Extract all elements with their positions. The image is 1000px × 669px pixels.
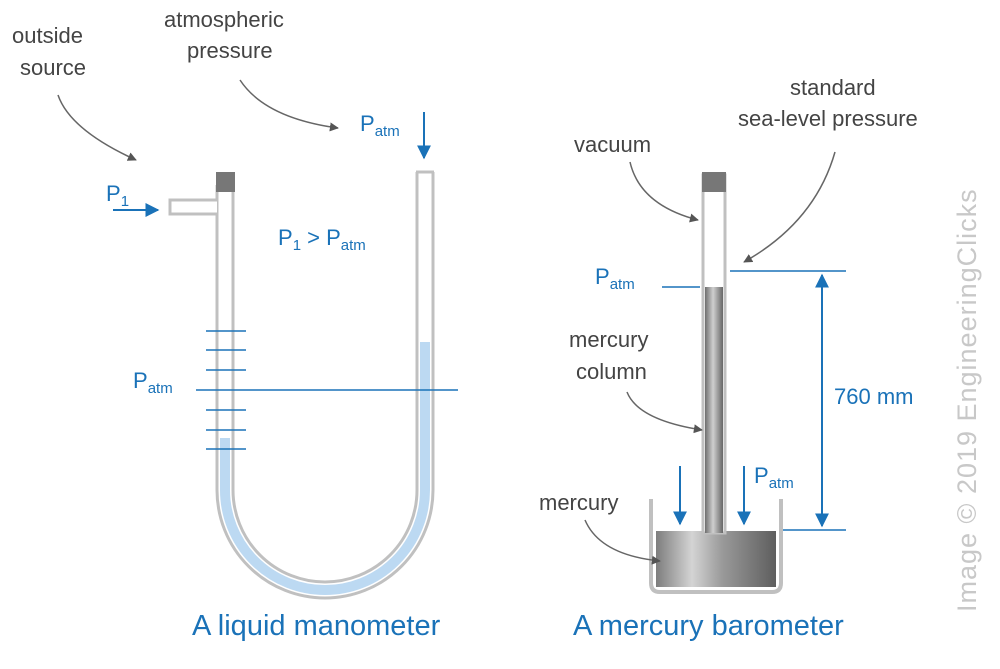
barometer-tube-cap — [702, 172, 726, 192]
atmospheric-pressure-pointer — [239, 79, 339, 132]
mercury-column-label-line1: mercury — [569, 327, 648, 352]
pressure-relation-label: P1 > Patm — [278, 225, 366, 254]
barometer-patm-label: Patm — [595, 264, 635, 293]
u-tube-inner-wall — [231, 172, 419, 584]
mercury-column — [705, 287, 723, 533]
mercury-pool — [656, 531, 776, 587]
watermark-text: Image © 2019 EngineeringClicks — [952, 188, 982, 612]
liquid-manometer: outside source atmospheric pressure P1 P… — [12, 7, 458, 642]
outside-source-label-line1: outside — [12, 23, 83, 48]
left-tube-cap — [216, 172, 235, 192]
patm-top-label: Patm — [360, 111, 400, 140]
vacuum-label: vacuum — [574, 132, 651, 157]
vacuum-pointer — [629, 161, 699, 223]
mercury-column-pointer — [626, 391, 703, 434]
mercury-pointer — [584, 519, 661, 565]
u-tube-outer-wall — [215, 172, 435, 600]
outside-source-pointer — [57, 94, 137, 161]
barometer-caption: A mercury barometer — [573, 610, 844, 642]
standard-pressure-label-line1: standard — [790, 75, 876, 100]
atmospheric-pressure-label-line1: atmospheric — [164, 7, 284, 32]
atmospheric-pressure-label-line2: pressure — [187, 38, 273, 63]
side-inlet-tube — [168, 198, 217, 216]
sea-level-pressure-pointer — [743, 151, 836, 263]
scale-ticks — [206, 330, 246, 450]
dish-patm-label: Patm — [754, 463, 794, 492]
mercury-column-label-line2: column — [576, 359, 647, 384]
manometer-caption: A liquid manometer — [192, 610, 441, 642]
patm-level-label: Patm — [133, 368, 173, 397]
p1-label: P1 — [106, 181, 129, 210]
mercury-label: mercury — [539, 490, 618, 515]
standard-pressure-label-line2: sea-level pressure — [738, 106, 918, 131]
mercury-barometer: vacuum standard sea-level pressure Patm … — [539, 75, 918, 642]
height-label: 760 mm — [834, 384, 913, 409]
outside-source-label-line2: source — [20, 55, 86, 80]
manometer-liquid — [220, 342, 430, 595]
